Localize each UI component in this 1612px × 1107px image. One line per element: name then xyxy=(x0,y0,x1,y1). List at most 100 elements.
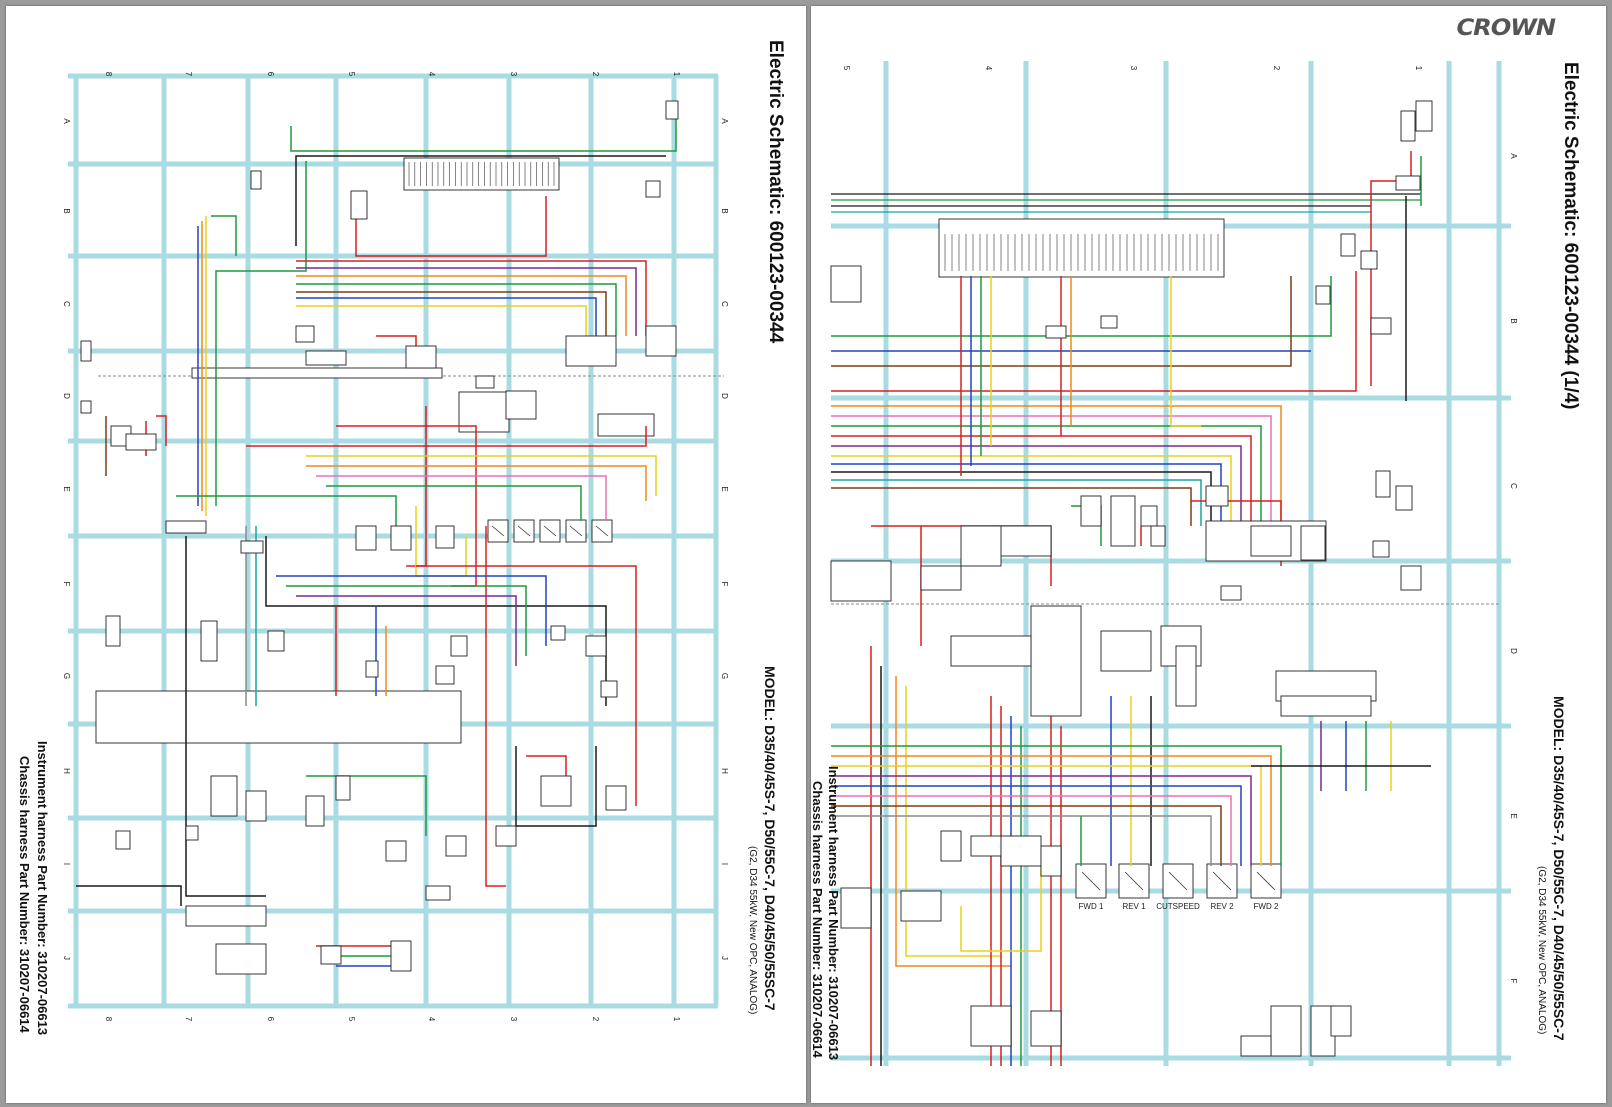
component xyxy=(200,620,218,662)
model-note: (G2, D34 55kW, New OPC, ANALOG) xyxy=(1536,866,1547,1035)
row-label: A xyxy=(720,118,729,124)
component xyxy=(435,665,455,685)
component xyxy=(165,520,207,534)
component xyxy=(445,835,467,857)
component xyxy=(365,660,379,678)
component xyxy=(645,325,677,357)
component xyxy=(185,825,199,841)
component xyxy=(1370,317,1392,335)
component xyxy=(1030,1010,1062,1047)
component xyxy=(830,560,892,602)
component xyxy=(830,265,862,303)
row-label: E xyxy=(720,486,729,491)
component xyxy=(105,615,121,647)
component xyxy=(970,1005,1012,1047)
wire xyxy=(831,805,1222,866)
relay-label: REV 1 xyxy=(1122,902,1146,911)
row-label: F xyxy=(62,582,71,587)
component xyxy=(267,630,285,652)
wire xyxy=(831,479,1202,526)
wire xyxy=(831,815,1212,866)
row-label: D xyxy=(720,393,729,399)
wire xyxy=(246,426,647,447)
wire xyxy=(960,866,1042,952)
component xyxy=(355,525,377,551)
wire xyxy=(831,415,1272,526)
relay-label: FWD 1 xyxy=(1079,902,1104,911)
relay-label: REV 2 xyxy=(1210,902,1234,911)
row-label: J xyxy=(62,956,71,960)
component xyxy=(1140,505,1158,527)
component xyxy=(320,945,342,965)
row-label: B xyxy=(62,208,71,213)
row-label: G xyxy=(720,673,729,679)
row-label: D xyxy=(62,393,71,399)
component xyxy=(1045,325,1067,339)
wire xyxy=(296,595,517,666)
component xyxy=(1270,1005,1302,1057)
component xyxy=(565,335,617,367)
component xyxy=(1240,1035,1272,1057)
row-label: A xyxy=(1509,153,1518,159)
row-label: H xyxy=(720,768,729,774)
component xyxy=(335,775,351,801)
column-label: 7 xyxy=(184,1017,193,1022)
component xyxy=(1400,110,1416,142)
wire xyxy=(831,445,1242,526)
row-label: E xyxy=(62,486,71,491)
wire xyxy=(296,260,647,336)
row-label: D xyxy=(1509,648,1518,654)
component xyxy=(115,830,131,850)
component xyxy=(1395,175,1421,191)
component xyxy=(900,890,942,922)
component xyxy=(960,525,1002,567)
column-label: 4 xyxy=(984,66,993,71)
row-label: I xyxy=(62,863,71,865)
component xyxy=(125,433,157,451)
component xyxy=(1100,315,1118,329)
relay-coil xyxy=(1081,871,1101,891)
wire xyxy=(831,487,1192,526)
wire xyxy=(286,585,527,656)
wire xyxy=(831,775,1252,866)
wire xyxy=(316,475,607,521)
component xyxy=(665,100,679,120)
row-label: I xyxy=(720,863,729,865)
component xyxy=(1100,630,1152,672)
column-label: 4 xyxy=(427,1017,436,1022)
component xyxy=(1415,100,1433,132)
component xyxy=(185,905,267,927)
component xyxy=(970,835,1002,857)
model-note: (G2, D34 55kW, New OPC, ANALOG) xyxy=(747,846,758,1015)
instrument-harness-label: Instrument harness Part Number: 310207-0… xyxy=(35,741,50,1036)
column-label: 8 xyxy=(104,1017,113,1022)
instrument-harness-label: Instrument harness Part Number: 310207-0… xyxy=(826,766,841,1061)
component xyxy=(840,887,872,929)
wire xyxy=(306,465,647,501)
component xyxy=(550,625,566,641)
wire xyxy=(211,215,237,256)
column-label: 2 xyxy=(591,1017,600,1022)
component xyxy=(210,775,238,817)
wire xyxy=(1370,151,1412,386)
column-label: 5 xyxy=(842,66,851,71)
component xyxy=(940,830,962,862)
relay-box xyxy=(505,390,537,420)
wire xyxy=(296,283,617,336)
component xyxy=(390,525,412,551)
wire xyxy=(276,575,547,646)
wire xyxy=(416,565,637,806)
column-label: 1 xyxy=(1414,66,1423,71)
column-label: 3 xyxy=(1129,66,1138,71)
crown-logo: CROWN xyxy=(1456,16,1556,41)
component xyxy=(390,940,412,972)
component xyxy=(240,540,264,554)
relay-block xyxy=(597,413,655,437)
relay-coil xyxy=(1168,871,1188,891)
relay-coil xyxy=(569,525,583,537)
component xyxy=(1220,585,1242,601)
component xyxy=(1175,645,1197,707)
wire xyxy=(296,297,597,336)
component xyxy=(250,170,262,190)
component xyxy=(1250,525,1292,557)
